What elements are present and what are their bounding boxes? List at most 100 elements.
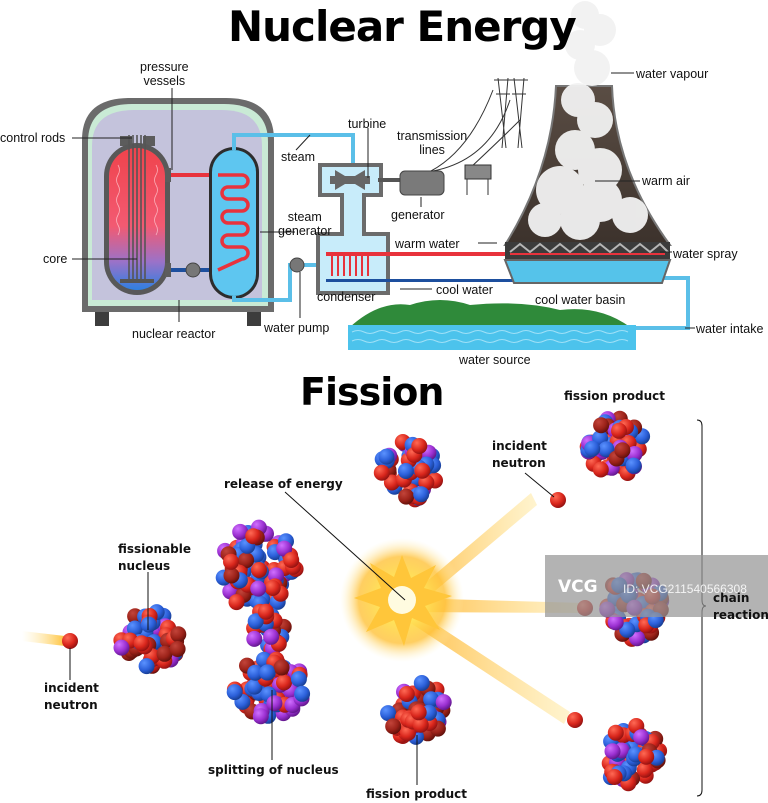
nucleon (604, 743, 621, 760)
label-cool-water: cool water (436, 283, 493, 297)
page-title: Nuclear Energy (228, 2, 577, 51)
label-warm-air: warm air (642, 174, 690, 188)
label-warm-water: warm water (395, 237, 460, 251)
label-steam-generator: steam generator (278, 210, 332, 239)
nucleon (410, 704, 427, 721)
nucleon (250, 580, 267, 597)
fission-product-right-top (579, 410, 651, 481)
nucleon (245, 528, 262, 545)
nucleon (232, 523, 249, 540)
label-splitting-of-nucleus: splitting of nucleus (208, 763, 339, 777)
label-generator: generator (391, 208, 445, 222)
nucleon (636, 761, 653, 778)
nucleon (633, 729, 650, 746)
nucleon (247, 613, 264, 630)
generator-shape (378, 170, 445, 196)
label-steam: steam (281, 150, 316, 164)
watermark-id: ID: VCG211540566308 (623, 582, 747, 596)
nucleon (257, 603, 274, 620)
nucleon (252, 708, 269, 725)
transmission-lines-shape (430, 77, 528, 195)
nucleon (398, 686, 415, 702)
nucleon (380, 705, 397, 722)
nucleon (138, 658, 155, 675)
label-nuclear-reactor: nuclear reactor (132, 327, 216, 341)
nucleon (133, 635, 150, 652)
fission-product-top (373, 434, 443, 508)
nucleon (638, 748, 655, 765)
label-fission-product-bottom: fission product (366, 787, 467, 801)
nucleon (170, 626, 187, 643)
label-control-rods: control rods (0, 131, 66, 145)
nucleon (398, 488, 415, 505)
nucleon (126, 620, 143, 637)
label-transmission-lines: transmission lines (397, 129, 468, 158)
nucleon (169, 641, 186, 657)
nucleon (411, 438, 428, 454)
nucleon (247, 664, 264, 681)
nucleon (223, 553, 239, 570)
label-water-intake: water intake (696, 322, 764, 336)
nucleon (378, 448, 395, 465)
label-water-pump: water pump (264, 321, 330, 335)
label-incident-neutron-right: incident neutron (492, 439, 547, 471)
nucleon (593, 417, 610, 434)
label-fissionable-nucleus: fissionable nucleus (118, 542, 192, 574)
nucleon (251, 562, 267, 578)
nucleon (414, 462, 431, 479)
nucleon (412, 716, 429, 733)
nucleon (276, 674, 292, 691)
label-water-spray: water spray (673, 247, 738, 261)
splitting-nucleus-neck (246, 603, 292, 658)
nucleon (246, 678, 263, 695)
turbine-condenser-housing (316, 163, 514, 295)
fissionable-nucleus (113, 604, 187, 675)
label-fission-product-top: fission product (564, 389, 665, 403)
nucleon (283, 552, 300, 568)
nucleon (238, 552, 255, 569)
nucleon (263, 628, 280, 645)
label-chain-reaction: chain reaction (713, 591, 768, 623)
watermark-logo: VCG (558, 577, 598, 597)
steam-generator (209, 147, 259, 299)
nucleon (113, 639, 130, 656)
label-turbine: turbine (348, 117, 387, 131)
label-cool-water-basin: cool water basin (535, 293, 626, 307)
nucleon (373, 464, 390, 481)
splitting-nucleus-top (215, 519, 304, 612)
fission-product-right-bottom (601, 718, 668, 792)
nucleon (246, 630, 263, 647)
nucleon (611, 422, 627, 439)
nucleon (435, 694, 452, 711)
nucleon (156, 645, 173, 662)
incident-neutron-bottom (567, 712, 583, 728)
nucleon (619, 621, 636, 638)
cool-water-pipe (326, 279, 514, 282)
nucleon (266, 695, 283, 712)
nucleon (606, 769, 623, 785)
fission-product-bottom (380, 675, 452, 745)
nucleon (273, 659, 290, 676)
nuclei-group (62, 410, 670, 792)
incident-neutron-left (62, 633, 78, 649)
nucleon (584, 440, 601, 457)
nucleon (598, 441, 615, 458)
nucleon (383, 474, 400, 491)
nucleon (140, 616, 157, 633)
label-core: core (43, 252, 68, 266)
label-pressure-vessels: pressure vessels (140, 60, 189, 89)
nucleon (626, 446, 643, 462)
incident-neutron-top (550, 492, 566, 508)
label-water-source: water source (459, 353, 531, 367)
nucleon (413, 675, 430, 691)
label-condenser: condenser (317, 290, 376, 304)
nucleon (226, 684, 243, 701)
nucleon (228, 594, 245, 611)
nucleon (607, 614, 624, 631)
plant-leader-lines (72, 72, 695, 329)
landscape (348, 300, 636, 350)
nucleon (264, 580, 281, 596)
nucleon (223, 567, 240, 584)
nucleon (294, 685, 311, 702)
